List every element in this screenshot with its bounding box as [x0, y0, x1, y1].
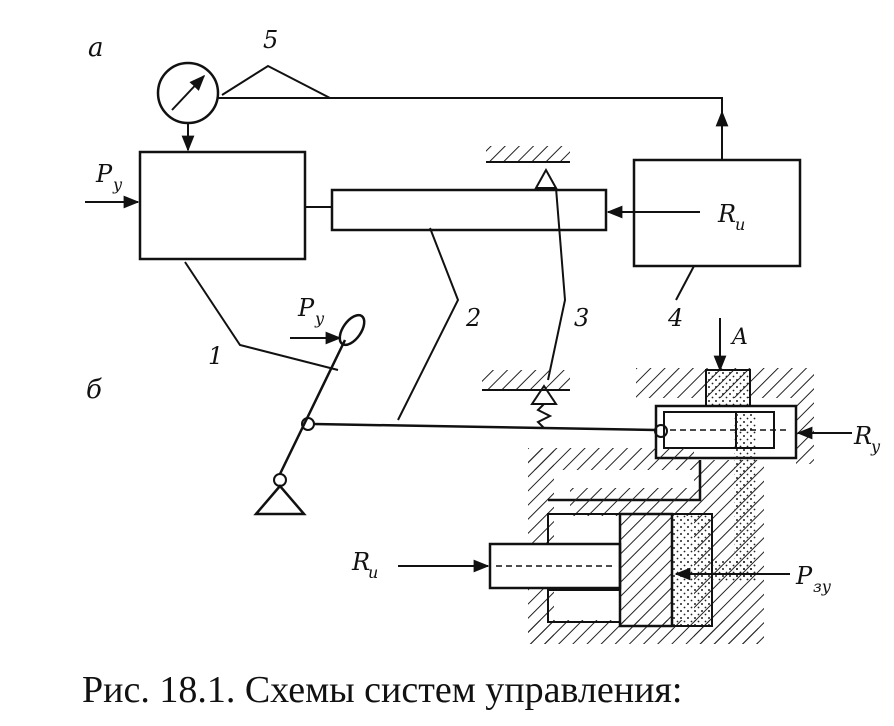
support-3-bottom — [482, 370, 570, 429]
cylinder-housing — [488, 448, 764, 644]
rod-2 — [313, 422, 657, 432]
ru-label-bottom: R — [351, 548, 370, 576]
block-1 — [138, 150, 307, 261]
leader-4 — [675, 265, 695, 301]
part-a-label: а — [88, 33, 104, 63]
py-sub-top: y — [112, 175, 123, 194]
leader-1 — [184, 261, 339, 371]
part-b-label: б — [86, 375, 102, 405]
label-4: 4 — [667, 304, 683, 332]
ry-label: R — [853, 422, 872, 450]
py-label-top: P — [95, 160, 113, 188]
feedback-line — [218, 97, 723, 160]
leader-2 — [397, 227, 460, 421]
ru-label-top: R — [717, 200, 736, 228]
support-3-top — [486, 146, 570, 189]
valve-housing — [636, 368, 814, 580]
pzy-sub: зу — [813, 577, 832, 596]
a-label: A — [730, 325, 748, 350]
pzy-label: P — [795, 562, 813, 590]
label-5: 5 — [263, 26, 278, 54]
leader-3 — [547, 187, 567, 381]
ru-sub-top: и — [735, 215, 745, 234]
ru-sub-bottom: и — [368, 563, 378, 582]
bar-2 — [330, 188, 608, 232]
figure-caption: Рис. 18.1. Схемы систем управления: — [82, 669, 682, 711]
py-sub-bottom: y — [314, 309, 325, 328]
py-label-bottom: P — [297, 294, 315, 322]
label-1: 1 — [208, 342, 223, 370]
gauge-5 — [156, 61, 220, 152]
label-3: 3 — [574, 304, 589, 332]
ry-sub: y — [870, 437, 881, 456]
label-2: 2 — [465, 304, 481, 332]
leader-5 — [221, 64, 331, 99]
lever-1 — [253, 313, 366, 516]
